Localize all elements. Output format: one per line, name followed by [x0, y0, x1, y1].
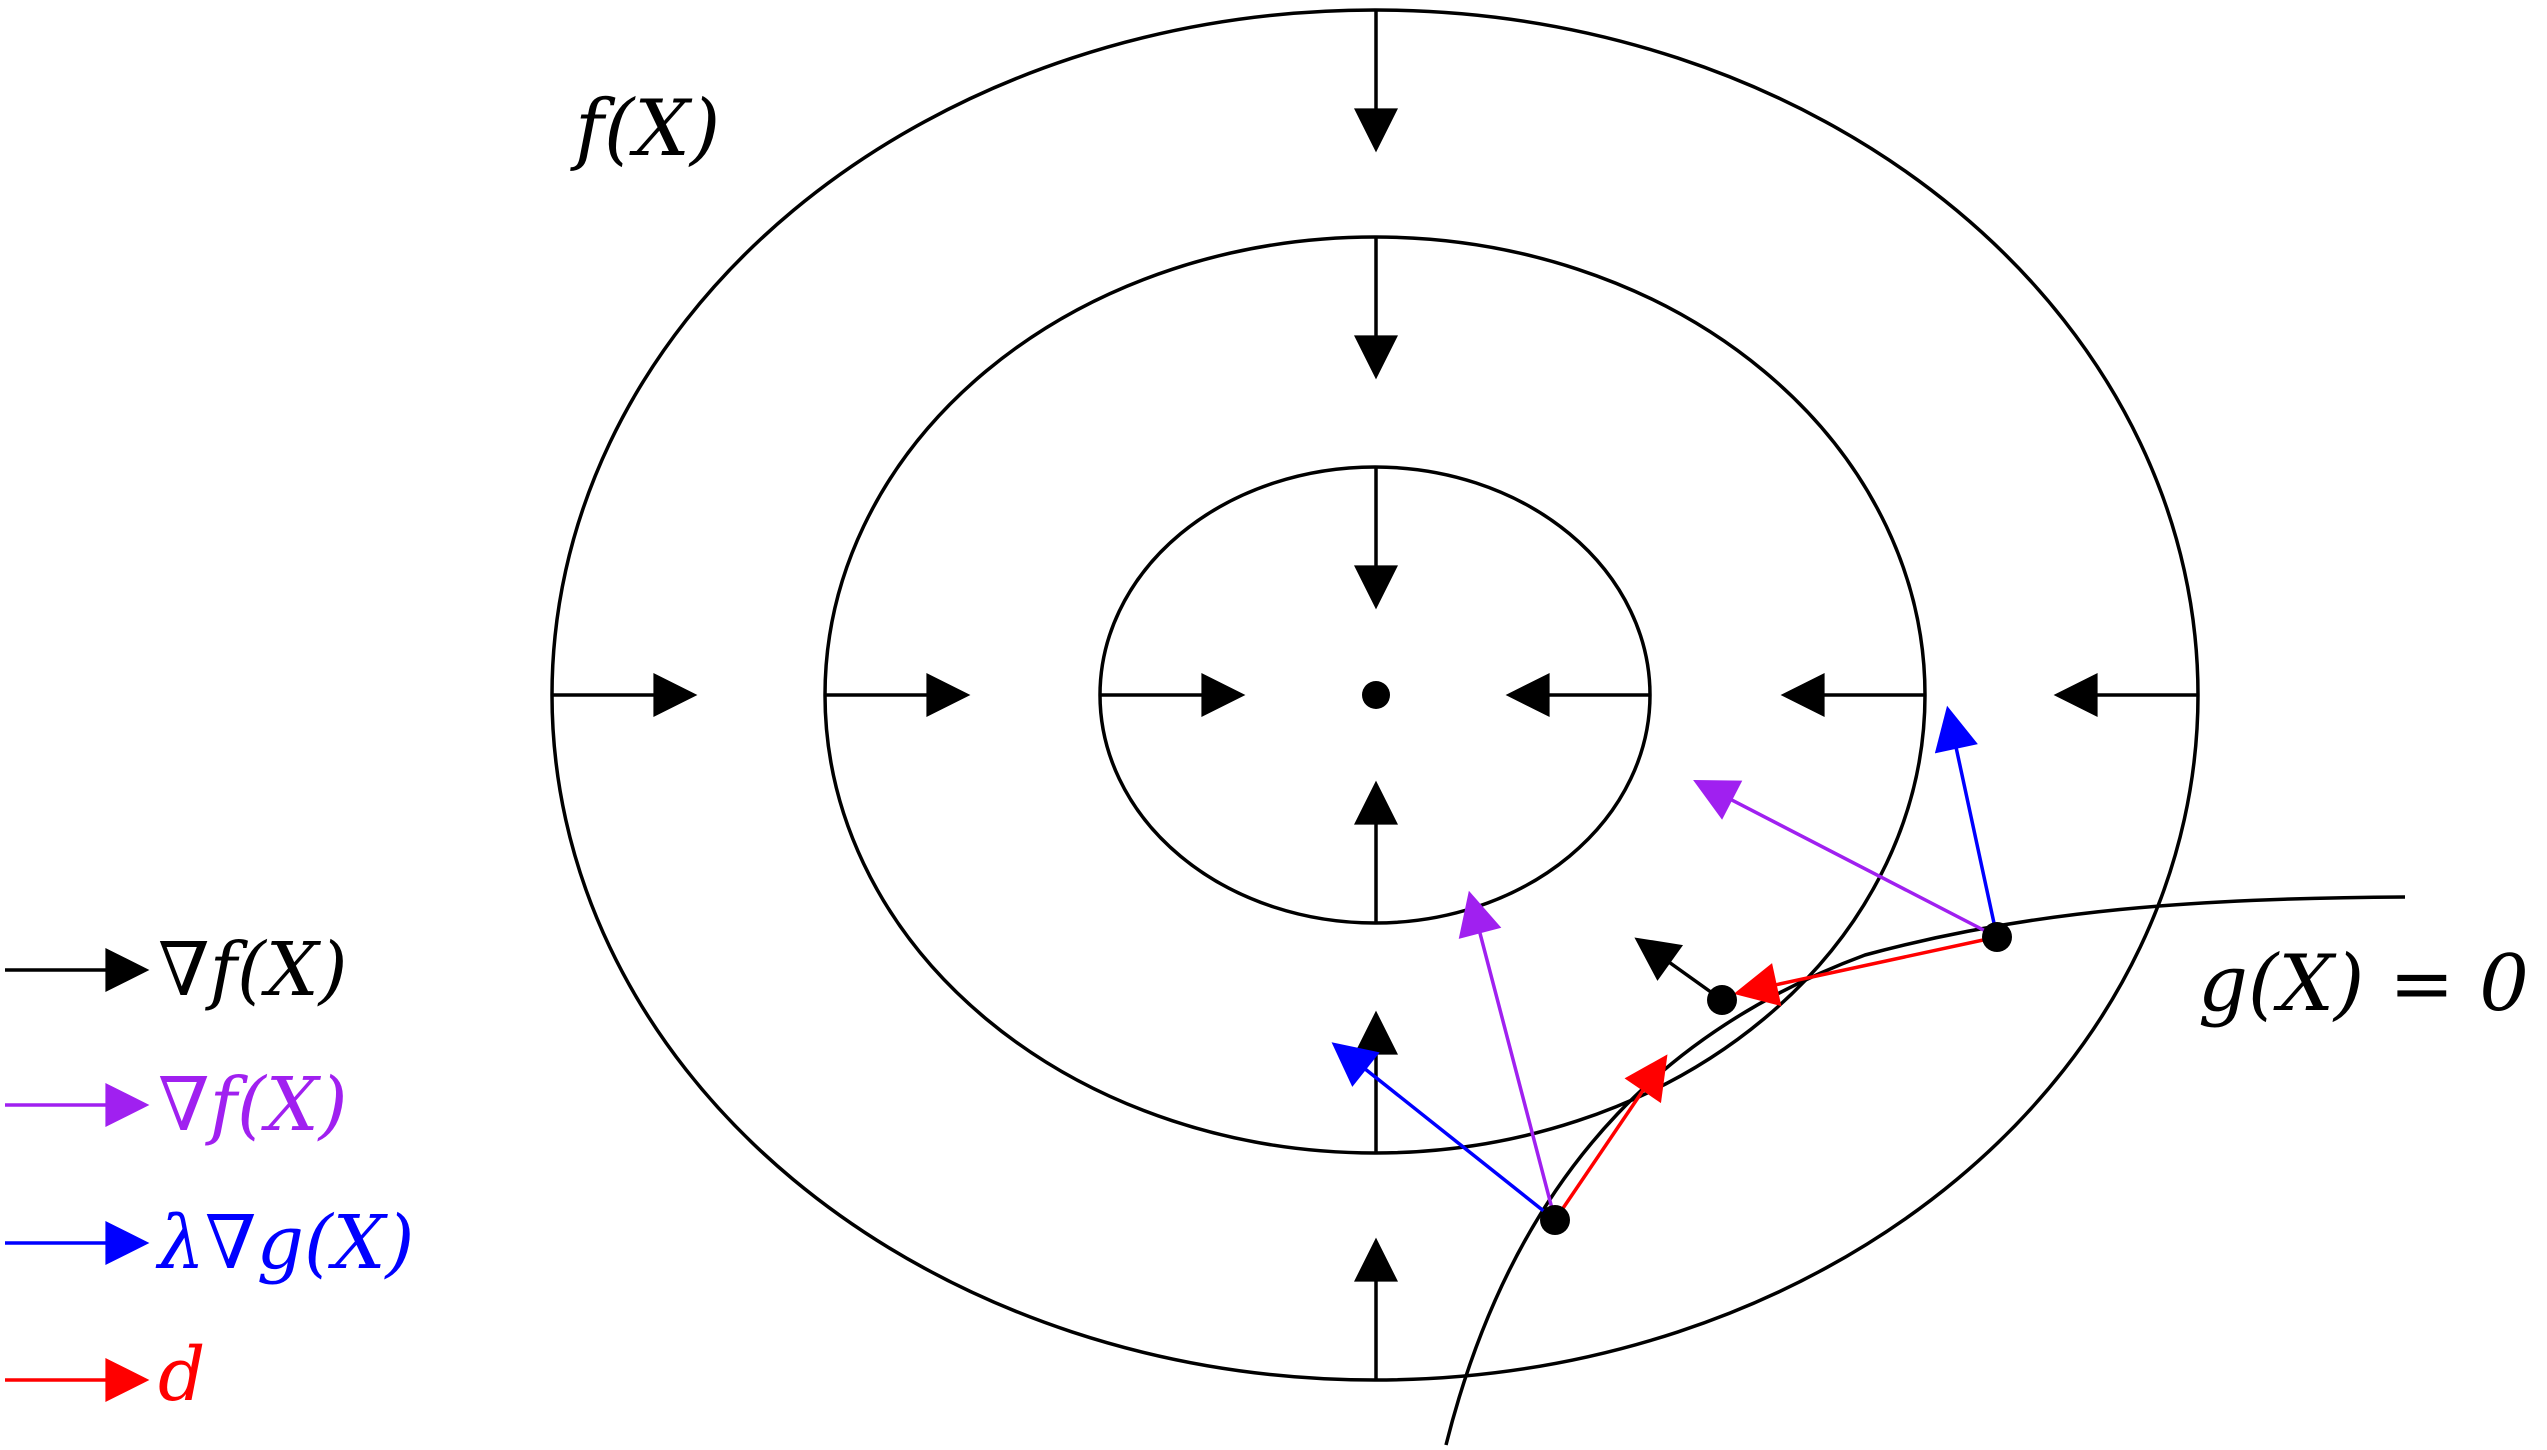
legend-label-direction-d: d	[158, 1332, 205, 1418]
objective-label: f(X)	[570, 84, 720, 174]
legend-label-gradient-f: ∇f(X)	[158, 927, 347, 1013]
minimum-point	[1362, 681, 1390, 709]
black-gradient-arrow	[1634, 937, 1724, 1002]
constraint-label: g(X) = 0	[2198, 939, 2529, 1029]
constraint-point	[1540, 1205, 1570, 1235]
purple-gradient-arrow	[1458, 890, 1557, 1221]
purple-gradient-arrow	[1693, 779, 1998, 939]
gradient-arrows	[553, 10, 2198, 1380]
constraint-points	[1540, 922, 2012, 1235]
blue-lambda-arrow	[1331, 1042, 1557, 1222]
constraint-point	[1982, 922, 2012, 952]
legend-label-lambda-gradient-g: λ∇g(X)	[155, 1200, 414, 1286]
blue-lambda-arrow	[1934, 705, 1999, 938]
legend: ∇f(X) ∇f(X) λ∇g(X) d	[5, 927, 414, 1418]
constraint-point	[1707, 985, 1737, 1015]
red-direction-arrow	[1553, 1054, 1668, 1221]
constraint-curve	[1444, 895, 2406, 1446]
red-direction-arrow	[1733, 935, 1998, 1007]
legend-label-projected-gradient: ∇f(X)	[158, 1062, 347, 1148]
vector-arrows	[1331, 705, 1999, 1222]
